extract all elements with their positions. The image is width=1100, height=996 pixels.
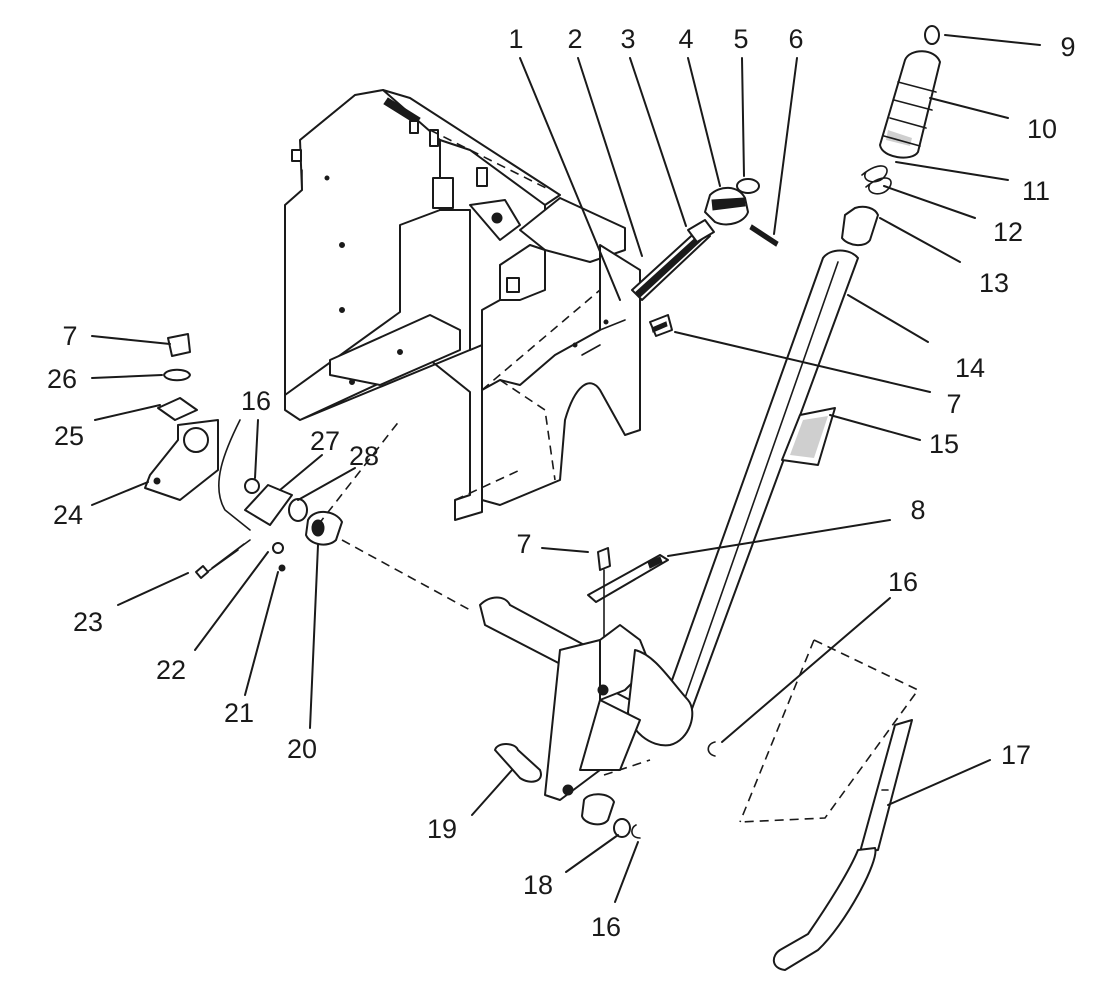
callout-7-a: 7 <box>946 389 961 419</box>
callout-3: 3 <box>620 24 635 54</box>
callout-10: 10 <box>1027 114 1057 144</box>
callout-14: 14 <box>955 353 985 383</box>
callout-23: 23 <box>73 607 103 637</box>
callout-7-b: 7 <box>62 321 77 351</box>
callout-1: 1 <box>508 24 523 54</box>
callout-labels: 1 2 3 4 5 6 9 10 11 12 13 14 7 15 7 26 2… <box>47 24 1076 942</box>
callout-25: 25 <box>54 421 84 451</box>
callout-27: 27 <box>310 426 340 456</box>
callout-13: 13 <box>979 268 1009 298</box>
callout-12: 12 <box>993 217 1023 247</box>
callout-19: 19 <box>427 814 457 844</box>
callout-4: 4 <box>678 24 693 54</box>
callout-16-a: 16 <box>241 386 271 416</box>
tension-bolt-assembly <box>631 178 779 337</box>
callout-5: 5 <box>733 24 748 54</box>
console-frame <box>284 89 641 521</box>
callout-15: 15 <box>929 429 959 459</box>
callout-16-c: 16 <box>591 912 621 942</box>
callout-2: 2 <box>567 24 582 54</box>
callout-17: 17 <box>1001 740 1031 770</box>
pivot-shaft-assembly <box>479 547 920 839</box>
linkage-bracket-assembly <box>144 333 471 611</box>
callout-28: 28 <box>349 441 379 471</box>
callout-26: 26 <box>47 364 77 394</box>
callout-9: 9 <box>1060 32 1075 62</box>
callout-18: 18 <box>523 870 553 900</box>
callout-6: 6 <box>788 24 803 54</box>
callout-8: 8 <box>910 495 925 525</box>
control-handle <box>655 25 941 734</box>
callout-16-b: 16 <box>888 567 918 597</box>
callout-21: 21 <box>224 698 254 728</box>
control-rod <box>772 719 913 971</box>
callout-7-c: 7 <box>516 529 531 559</box>
callout-24: 24 <box>53 500 83 530</box>
callout-11: 11 <box>1022 176 1050 206</box>
callout-22: 22 <box>156 655 186 685</box>
leader-lines <box>91 34 1041 903</box>
callout-20: 20 <box>287 734 317 764</box>
